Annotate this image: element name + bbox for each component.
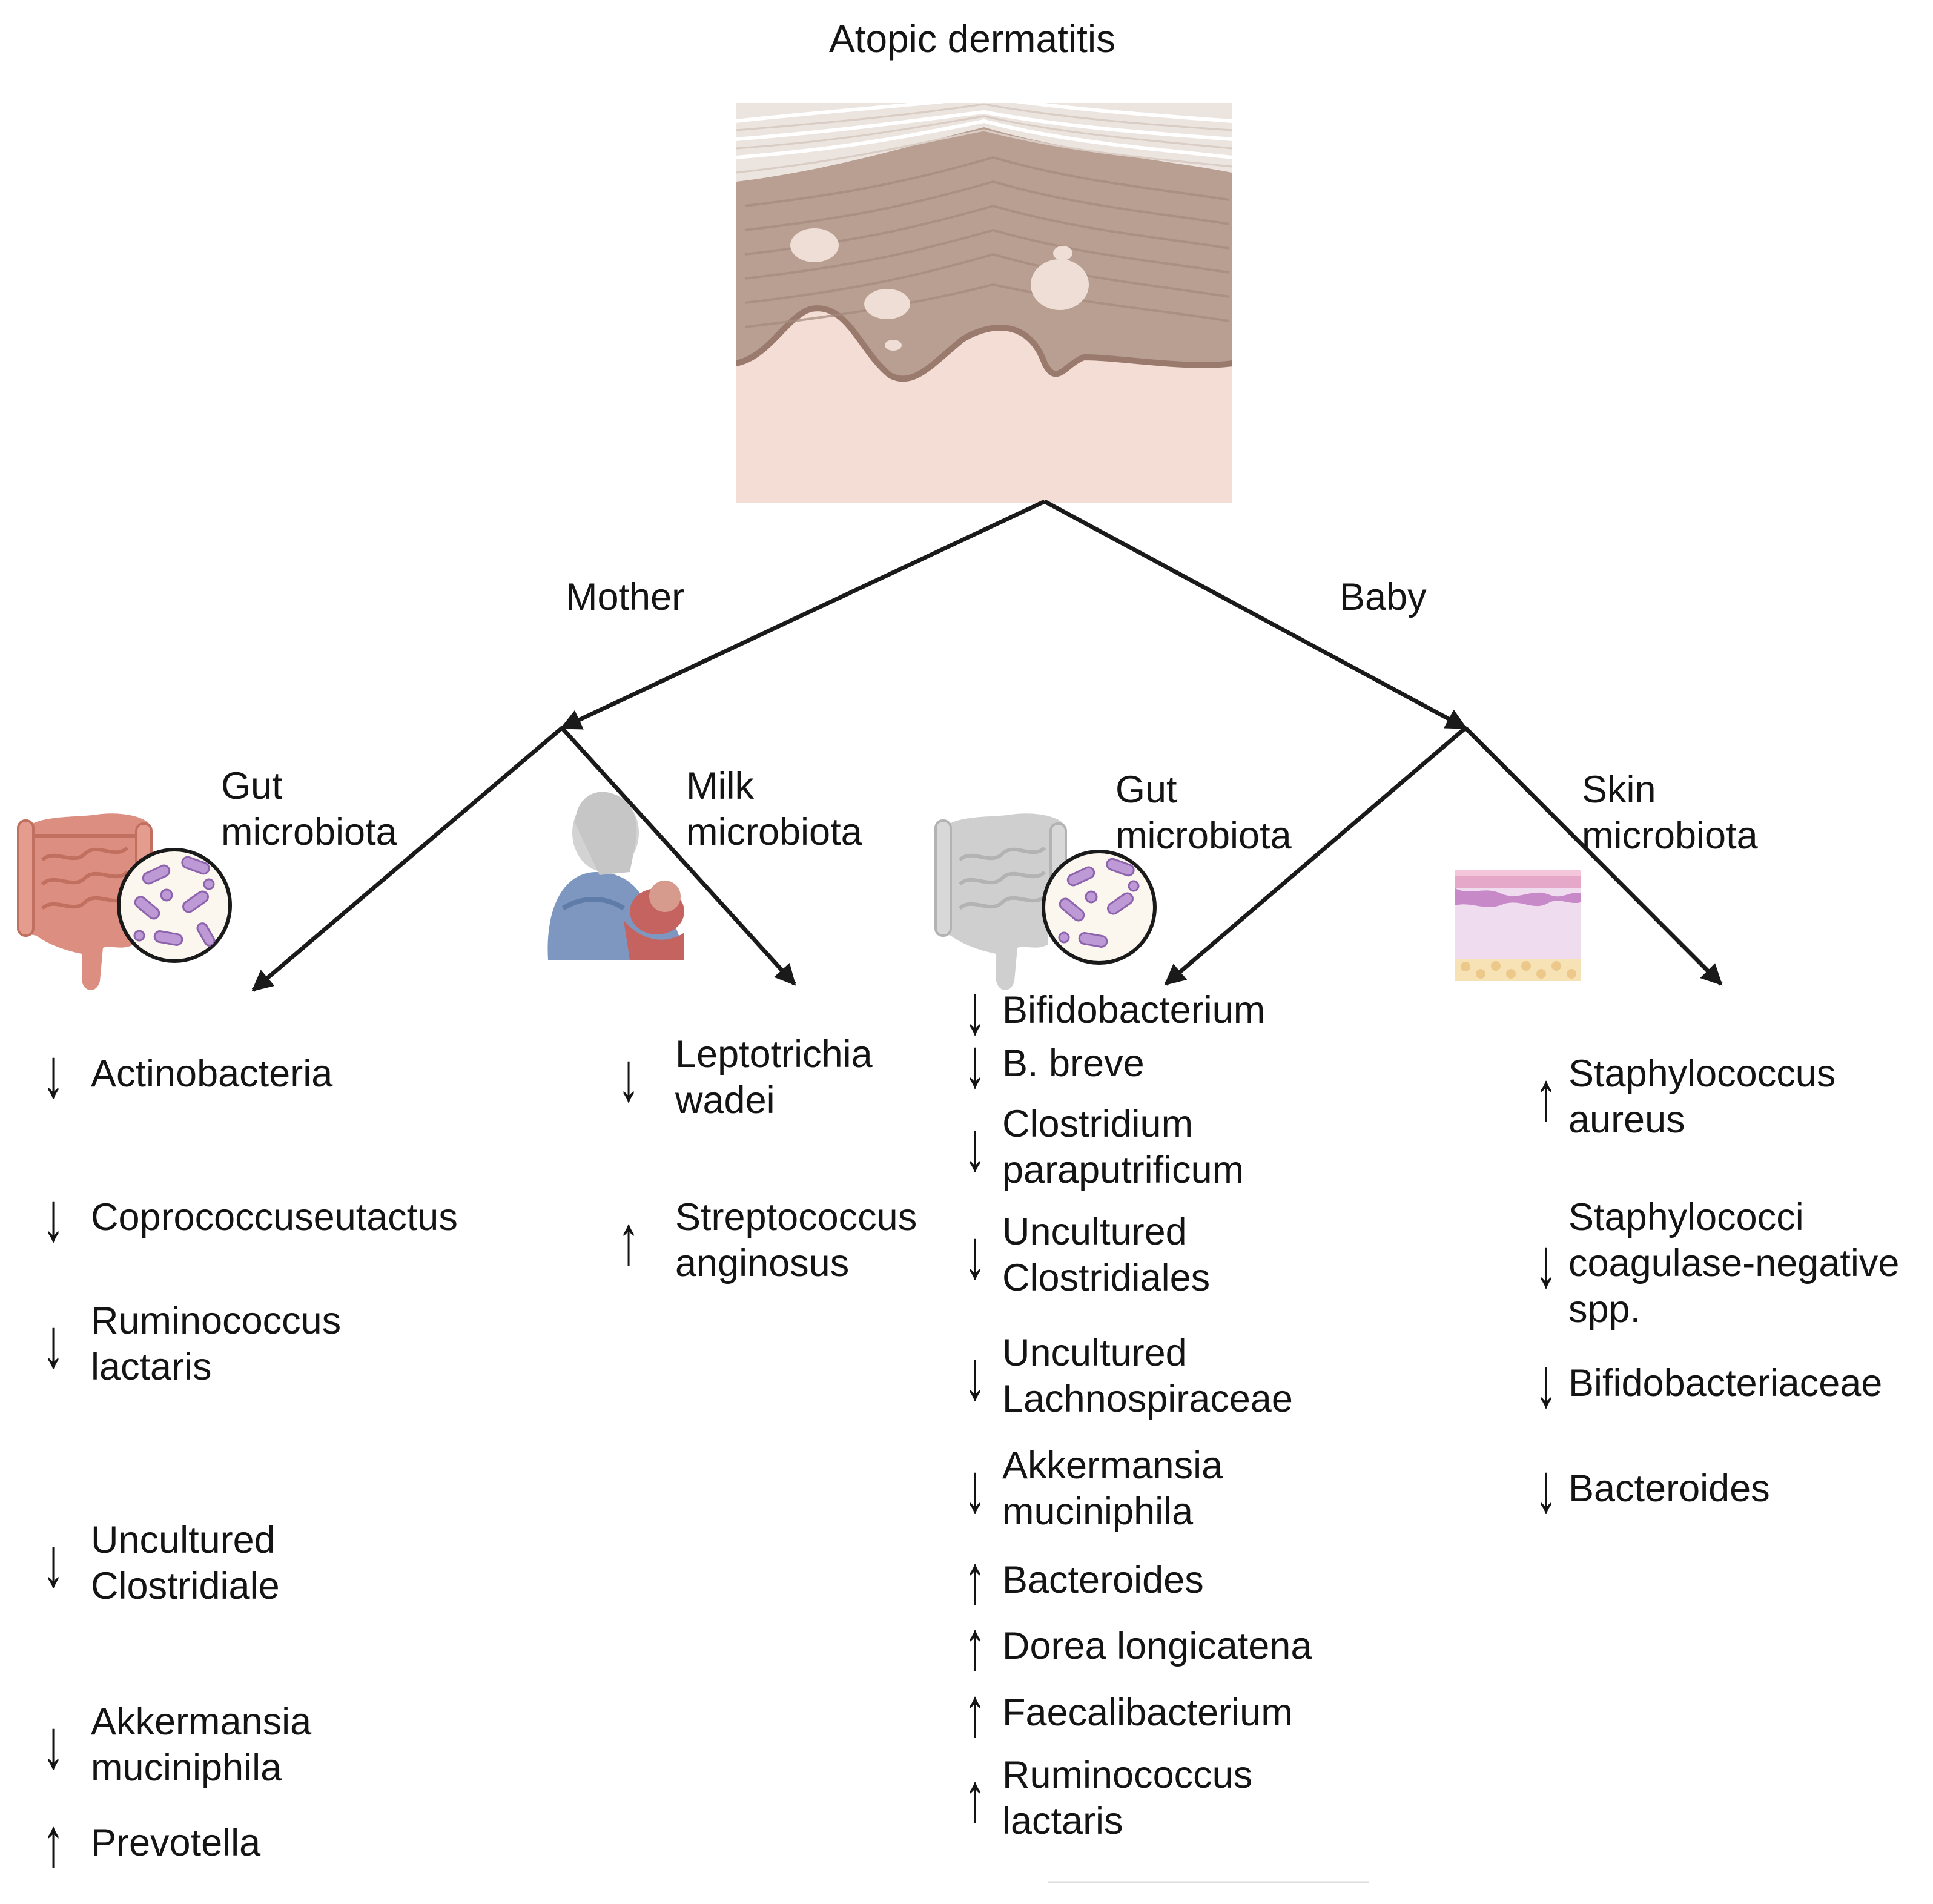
- microbe-label-line: Leptotrichia: [675, 1033, 873, 1076]
- microbe-label-line: Clostridiale: [91, 1565, 280, 1607]
- decrease-arrow-icon: ↓: [964, 1337, 986, 1415]
- increase-arrow-icon: ↑: [964, 1607, 986, 1685]
- microbe-label: Prevotella: [91, 1820, 260, 1866]
- bacteria-magnifier-icon: [117, 848, 232, 963]
- microbe-label-line: Uncultured: [1002, 1211, 1187, 1253]
- increase-arrow-icon: ↑: [964, 1674, 986, 1751]
- microbe-label-line: Bifidobacteriaceae: [1568, 1362, 1883, 1404]
- microbe-label-line: coagulase-negative: [1568, 1242, 1900, 1284]
- decrease-arrow-icon: ↓: [42, 1035, 64, 1112]
- microbe-label-line: Bacteroides: [1002, 1559, 1204, 1601]
- increase-arrow-icon: ↑: [618, 1202, 639, 1279]
- tree-arrows: [251, 499, 1723, 992]
- decrease-arrow-icon: ↓: [1535, 1225, 1557, 1302]
- decrease-arrow-icon: ↓: [964, 971, 986, 1049]
- microbe-label: Bifidobacterium: [1002, 987, 1265, 1033]
- microbe-label-line: Uncultured: [1002, 1332, 1187, 1374]
- skin-layers-icon: [1455, 870, 1581, 981]
- microbe-label-line: Prevotella: [91, 1822, 261, 1864]
- microbe-label-line: Staphylococcus: [1568, 1053, 1836, 1095]
- decrease-arrow-icon: ↓: [964, 1025, 986, 1102]
- microbe-label: Bifidobacteriaceae: [1568, 1360, 1882, 1406]
- increase-arrow-icon: ↑: [42, 1804, 64, 1882]
- microbe-label: Dorea longicatena: [1002, 1623, 1312, 1669]
- branch-label-mother: Mother: [566, 576, 685, 618]
- microbe-label-line: paraputrificum: [1002, 1149, 1244, 1191]
- microbe-label-line: B. breve: [1002, 1042, 1145, 1085]
- microbe-label-line: Bacteroides: [1568, 1467, 1770, 1510]
- arrow-to-mother-gut: [251, 726, 564, 992]
- microbe-label-line: Akkermansia: [91, 1701, 312, 1743]
- microbe-label-line: spp.: [1568, 1288, 1641, 1330]
- arrow-to-mother-milk: [560, 726, 796, 986]
- arrow-to-mother: [560, 499, 1046, 730]
- microbe-label-line: Staphylococci: [1568, 1196, 1804, 1238]
- breastfeeding-icon: [547, 792, 684, 960]
- microbe-label: Bacteroides: [1568, 1466, 1770, 1512]
- microbe-label-line: Dorea longicatena: [1002, 1625, 1312, 1667]
- increase-arrow-icon: ↑: [964, 1759, 986, 1837]
- diagram-title: Atopic dermatitis: [829, 17, 1116, 61]
- decrease-arrow-icon: ↓: [964, 1108, 986, 1186]
- microbe-label-line: Clostridiales: [1002, 1257, 1211, 1299]
- microbe-label-line: Streptococcus: [675, 1196, 917, 1238]
- decrease-arrow-icon: ↓: [42, 1305, 64, 1383]
- microbe-label-line: lactaris: [1002, 1800, 1123, 1842]
- arrow-to-baby: [1043, 499, 1468, 730]
- microbe-label-line: Lachnospiraceae: [1002, 1378, 1293, 1420]
- branch-label-baby: Baby: [1340, 576, 1427, 618]
- decrease-arrow-icon: ↓: [1535, 1344, 1557, 1422]
- decrease-arrow-icon: ↓: [42, 1524, 64, 1602]
- microbe-label-line: Clostridium: [1002, 1103, 1194, 1145]
- microbe-label: Actinobacteria: [91, 1051, 332, 1097]
- microbe-label: Bacteroides: [1002, 1557, 1204, 1603]
- microbe-label-line: aureus: [1568, 1099, 1685, 1141]
- increase-arrow-icon: ↑: [964, 1541, 986, 1619]
- decrease-arrow-icon: ↓: [618, 1039, 639, 1116]
- arrow-to-baby-gut: [1164, 726, 1467, 986]
- decrease-arrow-icon: ↓: [42, 1706, 64, 1783]
- microbe-label-line: Akkermansia: [1002, 1444, 1223, 1487]
- microbe-label-line: wadei: [675, 1079, 775, 1122]
- microbe-label-line: muciniphila: [91, 1747, 282, 1789]
- microbe-label-line: lactaris: [91, 1346, 212, 1388]
- microbe-label-line: Faecalibacterium: [1002, 1691, 1293, 1734]
- microbe-label-line: anginosus: [675, 1242, 850, 1284]
- decrease-arrow-icon: ↓: [42, 1178, 64, 1256]
- decrease-arrow-icon: ↓: [1535, 1450, 1557, 1527]
- microbe-label-line: Uncultured: [91, 1519, 276, 1561]
- microbe-label: B. breve: [1002, 1040, 1145, 1086]
- decrease-arrow-icon: ↓: [964, 1450, 986, 1527]
- decrease-arrow-icon: ↓: [964, 1216, 986, 1294]
- bacteria-magnifier-icon-baby: [1042, 850, 1157, 965]
- microbe-label: Faecalibacterium: [1002, 1690, 1293, 1736]
- microbe-label-line: Actinobacteria: [91, 1053, 333, 1095]
- microbe-label-line: Coprococcuseutactus: [91, 1196, 458, 1238]
- microbe-label: Coprococcuseutactus: [91, 1194, 458, 1240]
- microbe-label-line: Ruminococcus: [1002, 1754, 1253, 1796]
- microbe-label-line: Ruminococcus: [91, 1300, 342, 1342]
- microbe-label-line: Bifidobacterium: [1002, 989, 1266, 1031]
- skin-cross-section-illustration: [736, 103, 1232, 503]
- microbe-label-line: muciniphila: [1002, 1490, 1194, 1533]
- arrow-to-baby-skin: [1464, 726, 1723, 986]
- increase-arrow-icon: ↑: [1535, 1058, 1557, 1135]
